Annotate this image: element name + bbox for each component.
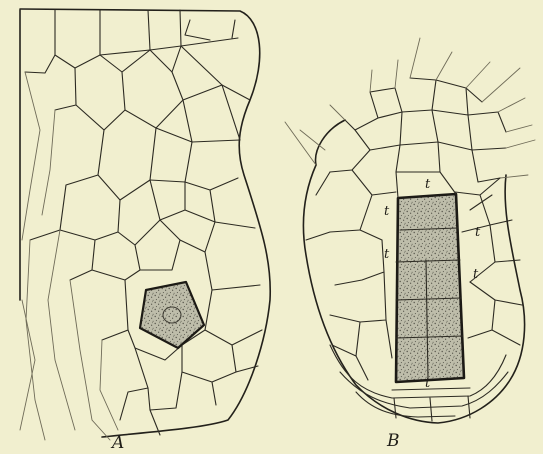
t-label-upper-left: t [384, 204, 390, 219]
t-label-top: t [425, 177, 431, 192]
t-label-left: t [384, 247, 390, 262]
panel-b-label: B [386, 431, 400, 451]
panel-b-central-column [396, 172, 464, 382]
t-label-upper-right: t [475, 225, 481, 240]
panel-a-cell-walls [20, 10, 262, 440]
t-label-bottom: t [425, 376, 431, 391]
panel-a: A [20, 9, 270, 453]
panel-a-label: A [110, 433, 124, 453]
t-label-right: t [473, 267, 479, 282]
panel-a-stippled-cell [140, 282, 204, 348]
panel-b: t t t t t t B [285, 38, 535, 451]
